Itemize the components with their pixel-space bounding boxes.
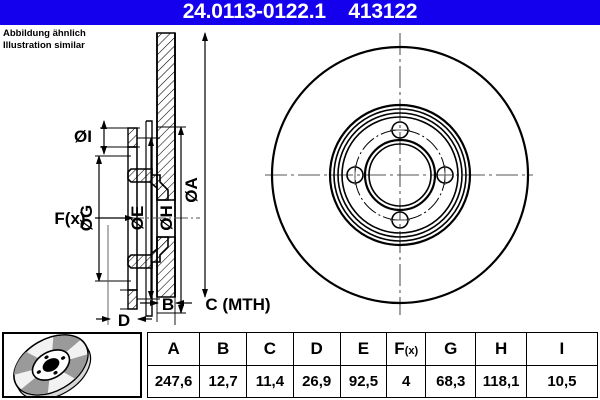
note-line-english: Illustration similar xyxy=(3,39,85,51)
table-header-row: A B C D E F(x) G H I xyxy=(146,332,599,366)
specification-table: A B C D E F(x) G H I 247,6 12,7 11,4 26,… xyxy=(146,332,599,398)
center-bore-ring-inner xyxy=(368,143,432,207)
fx-sub-label: (x) xyxy=(404,344,419,357)
hub-ring-outer-2 xyxy=(333,108,467,242)
value-g: 68,3 xyxy=(425,364,477,398)
value-e: 92,5 xyxy=(339,364,388,398)
value-fx: 4 xyxy=(386,364,427,398)
dim-label-disc-thickness: B xyxy=(162,295,174,314)
front-view-group xyxy=(265,33,533,315)
value-c: 11,4 xyxy=(245,364,294,398)
dim-label-min-thickness: C (MTH) xyxy=(205,295,270,314)
hub-ring-outer-3 xyxy=(337,112,463,238)
thumb-bolt-hole-right xyxy=(61,356,66,360)
thumb-bolt-hole-left xyxy=(36,370,41,374)
dim-label-inner-bore: ØI xyxy=(74,127,92,146)
column-header-fx: F(x) xyxy=(386,332,427,366)
section-view-group: ØI ØG ØE ØH ØA F(x) B C (MTH) xyxy=(54,32,271,328)
column-header-h: H xyxy=(475,332,527,366)
dim-label-total-height: D xyxy=(118,311,130,328)
bottom-strip: A B C D E F(x) G H I 247,6 12,7 11,4 26,… xyxy=(0,330,600,400)
thumb-center-bore xyxy=(42,358,60,372)
header-title: 24.0113-0122.1 413122 xyxy=(182,0,418,23)
thumb-bolt-hole-bottom xyxy=(53,371,58,375)
bolt-hole-group xyxy=(346,121,454,229)
dim-label-hub-diameter: ØE xyxy=(128,206,147,231)
thumb-disc-edge xyxy=(15,344,92,396)
technical-drawing: ØI ØG ØE ØH ØA F(x) B C (MTH) xyxy=(0,25,600,328)
value-i: 10,5 xyxy=(525,364,599,398)
value-d: 26,9 xyxy=(292,364,341,398)
column-header-i: I xyxy=(525,332,599,366)
header-bar: 24.0113-0122.1 413122 xyxy=(0,0,600,25)
hub-wall-upper xyxy=(127,127,138,148)
thumb-vane-3 xyxy=(51,354,88,379)
thumb-vane-1 xyxy=(13,351,51,375)
drawing-svg: ØI ØG ØE ØH ØA F(x) B C (MTH) xyxy=(54,32,533,328)
column-header-d: D xyxy=(292,332,341,366)
column-header-g: G xyxy=(425,332,477,366)
hub-transition-upper xyxy=(127,168,169,201)
hub-ring-outer-1 xyxy=(328,103,472,247)
hub-wall-lower xyxy=(127,289,138,310)
value-b: 12,7 xyxy=(199,364,247,398)
column-header-b: B xyxy=(199,332,247,366)
table-value-row: 247,6 12,7 11,4 26,9 92,5 4 68,3 118,1 1… xyxy=(146,364,599,398)
hub-ring-outer-4 xyxy=(341,116,459,234)
hub-transition-lower xyxy=(127,236,169,269)
dim-label-outer-diameter: ØA xyxy=(182,177,201,203)
column-header-a: A xyxy=(146,332,201,366)
illustration-similar-note: Abbildung ähnlich Illustration similar xyxy=(3,28,86,51)
disc-outer-rim xyxy=(270,45,530,305)
value-h: 118,1 xyxy=(475,364,527,398)
column-header-e: E xyxy=(339,332,388,366)
thumb-bolt-hole-top xyxy=(44,355,49,359)
value-a: 247,6 xyxy=(146,364,201,398)
column-header-c: C xyxy=(245,332,294,366)
fx-main-label: F xyxy=(394,338,405,358)
center-bore-ring-outer xyxy=(363,138,437,212)
product-thumbnail xyxy=(2,332,142,398)
product-thumbnail-svg xyxy=(13,334,92,396)
note-line-german: Abbildung ähnlich xyxy=(3,28,86,39)
dim-label-bolt-hole-callout: F(x) xyxy=(54,209,85,228)
dim-label-bolt-circle: ØG xyxy=(77,205,96,231)
dim-label-friction-inner: ØH xyxy=(157,205,176,231)
